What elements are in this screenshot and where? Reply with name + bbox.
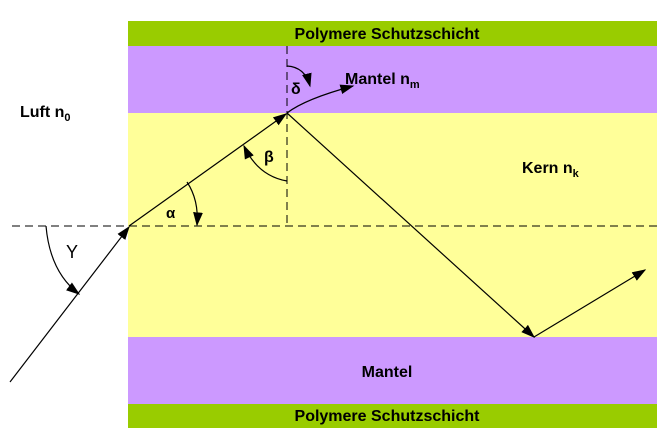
coating-top-layer [128, 21, 657, 46]
coating-bottom-layer [128, 404, 657, 428]
alpha-arc [186, 181, 203, 227]
angle-arcs [45, 65, 312, 295]
core-subscript: k [573, 168, 580, 180]
core-layer [128, 113, 657, 337]
core-label: Kern nk [522, 160, 580, 180]
reflected-ray [286, 112, 536, 338]
beta-label: β [264, 149, 274, 166]
refracted-ray [128, 113, 288, 227]
cladding-top-layer [128, 46, 657, 113]
coating-bottom-label: Polymere Schutzschicht [295, 408, 481, 425]
beta-arc [243, 144, 288, 182]
air-label: Luft n0 [20, 104, 71, 124]
air-subscript: 0 [64, 112, 70, 124]
light-ray [9, 84, 647, 383]
delta-label: δ [291, 81, 301, 98]
incident-ray [9, 225, 130, 383]
second-reflected-ray [533, 269, 647, 338]
cladding-bottom-layer [128, 337, 657, 404]
gamma-label: Y [66, 242, 78, 262]
gamma-arc [45, 225, 81, 295]
alpha-label: α [166, 205, 176, 222]
air-text: Luft n [20, 104, 64, 121]
delta-arc [286, 65, 312, 88]
cladding-top-label: Mantel nm [345, 71, 420, 91]
cladding-bottom-label: Mantel [362, 364, 413, 381]
cladding-top-subscript: m [410, 79, 420, 91]
evanescent-ray [286, 84, 355, 114]
cladding-top-text: Mantel n [345, 71, 410, 88]
core-text: Kern n [522, 160, 573, 177]
coating-top-label: Polymere Schutzschicht [295, 26, 481, 43]
